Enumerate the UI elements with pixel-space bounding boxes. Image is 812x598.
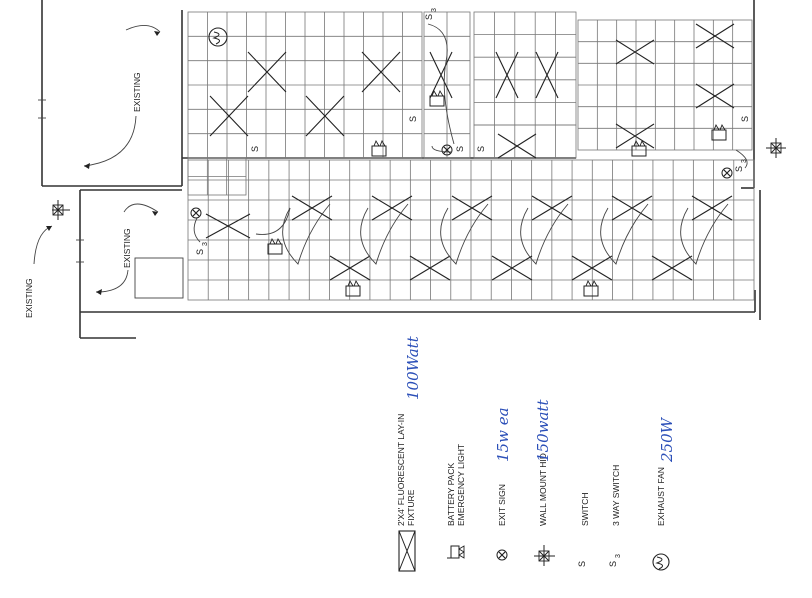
fluorescent-fixture-icon xyxy=(291,195,333,221)
hid-light-arc xyxy=(680,203,729,265)
emergency-lights xyxy=(267,89,727,297)
exit-sign-icon xyxy=(190,207,202,219)
arrow-icon xyxy=(95,269,129,293)
battery-emergency-light-icon xyxy=(447,545,465,559)
three-way-switch-label: S xyxy=(734,166,744,172)
battery-emergency-light-icon xyxy=(267,237,283,255)
hid-light-arcs xyxy=(255,203,729,265)
fluorescent-fixtures xyxy=(205,23,735,281)
fluorescent-fixture-icon xyxy=(535,51,559,99)
three-way-switch-label: S xyxy=(195,249,205,255)
fluorescent-fixture-icon xyxy=(495,51,519,99)
exhaust-fan-icon xyxy=(208,27,228,47)
arrow-icon xyxy=(83,115,137,167)
building-walls xyxy=(38,0,761,339)
switch-label: S xyxy=(250,146,260,152)
fluorescent-fixture-icon xyxy=(429,51,453,99)
wall-mount-hid-icon xyxy=(534,545,555,566)
fluorescent-fixture-icon xyxy=(531,195,573,221)
fluorescent-fixture-icon xyxy=(491,255,533,281)
switch-label: S xyxy=(476,146,486,152)
three-way-switch-sub: 3 xyxy=(431,8,438,12)
arrow-icon xyxy=(125,25,161,33)
fluorescent-fixture-icon xyxy=(571,255,613,281)
three-way-switch-sub: 3 xyxy=(202,242,209,246)
fluorescent-fixture-icon xyxy=(615,39,655,65)
fluorescent-fixture-icon xyxy=(247,51,287,93)
exit-sign-icon xyxy=(721,167,733,179)
legend-label-exit: EXIT SIGN xyxy=(497,484,507,526)
three-way-switch-icon: S 3 xyxy=(608,554,622,567)
switch-label: S xyxy=(408,116,418,122)
fluorescent-fixture-icon xyxy=(305,95,345,137)
fluorescent-fixture-icon xyxy=(451,195,493,221)
fluorescent-fixture-icon xyxy=(695,23,735,49)
fluorescent-fixture-icon xyxy=(398,530,416,572)
grid-panel xyxy=(473,124,577,159)
three-way-switch-label: S xyxy=(424,14,434,20)
exhaust-fan-icon xyxy=(652,553,670,571)
existing-label: EXISTING xyxy=(24,278,34,318)
existing-label: EXISTING xyxy=(122,228,132,268)
handwritten-note-fixture: 100Watt xyxy=(404,335,422,400)
existing-label: EXISTING xyxy=(132,72,142,112)
switch-label: S xyxy=(740,116,750,122)
handwritten-note-hid: 150watt xyxy=(534,399,552,462)
hid-light-arc xyxy=(360,203,409,265)
svg-text:S: S xyxy=(608,561,618,567)
wall-mount-hid-icon xyxy=(766,138,786,158)
legend-label-battery-2: EMERGENCY LIGHT xyxy=(456,444,466,526)
switch-legs xyxy=(193,23,748,243)
exit-sign-icon xyxy=(496,549,508,561)
handwritten-note-exit: 15w ea xyxy=(494,407,512,462)
ceiling-grid xyxy=(187,11,755,301)
existing-annotations: EXISTING EXISTING EXISTING xyxy=(24,25,161,318)
fluorescent-fixture-icon xyxy=(691,195,733,221)
battery-emergency-light-icon xyxy=(711,123,727,141)
hid-light-arc xyxy=(600,203,649,265)
svg-text:3: 3 xyxy=(615,554,622,558)
svg-text:S: S xyxy=(577,561,587,567)
legend-label-fan: EXHAUST FAN xyxy=(656,467,666,526)
legend-label-fixture: 2'X4' FLUORESCENT LAY-IN xyxy=(396,414,406,526)
legend-label-fixture-2: FIXTURE xyxy=(406,489,416,526)
wall-mount-hid-icon xyxy=(52,200,70,220)
hid-light-arc xyxy=(440,203,489,265)
three-way-switch-sub: 3 xyxy=(741,159,748,163)
battery-emergency-light-icon xyxy=(371,139,387,157)
switch-labels: S S S S S S 3 S 3 S 3 xyxy=(195,8,750,255)
handwritten-note-fan: 250W xyxy=(658,416,676,463)
fluorescent-fixture-icon xyxy=(409,255,451,281)
fluorescent-fixture-icon xyxy=(329,255,371,281)
legend: S S 3 2'X4' FLUORESCENT LAY-IN FIXTURE B… xyxy=(396,335,676,572)
hid-light-arc xyxy=(520,203,569,265)
fluorescent-fixture-icon xyxy=(615,123,655,149)
battery-emergency-light-icon xyxy=(429,89,445,107)
legend-label-switch: SWITCH xyxy=(580,492,590,526)
grid-panel xyxy=(473,11,577,126)
battery-emergency-light-icon xyxy=(345,279,361,297)
arrow-icon xyxy=(33,225,53,265)
hid-light-arc xyxy=(255,207,291,235)
fluorescent-fixture-icon xyxy=(371,195,413,221)
switch-label: S xyxy=(455,146,465,152)
fluorescent-fixture-icon xyxy=(497,133,537,159)
fluorescent-fixture-icon xyxy=(361,51,401,93)
fluorescent-fixture-icon xyxy=(651,255,693,281)
fluorescent-fixture-icon xyxy=(695,83,735,109)
legend-label-battery: BATTERY PACK xyxy=(446,463,456,526)
battery-emergency-light-icon xyxy=(631,139,647,157)
fluorescent-fixture-icon xyxy=(611,195,653,221)
battery-emergency-light-icon xyxy=(583,279,599,297)
switch-icon: S xyxy=(577,561,587,567)
hid-light-arc xyxy=(282,203,331,265)
exit-signs xyxy=(190,144,733,219)
legend-label-3way: 3 WAY SWITCH xyxy=(611,465,621,526)
arrow-icon xyxy=(123,203,159,213)
fluorescent-fixture-icon xyxy=(209,95,249,137)
fluorescent-fixture-icon xyxy=(205,213,251,239)
legend-label-hid: WALL MOUNT HID xyxy=(538,453,548,526)
